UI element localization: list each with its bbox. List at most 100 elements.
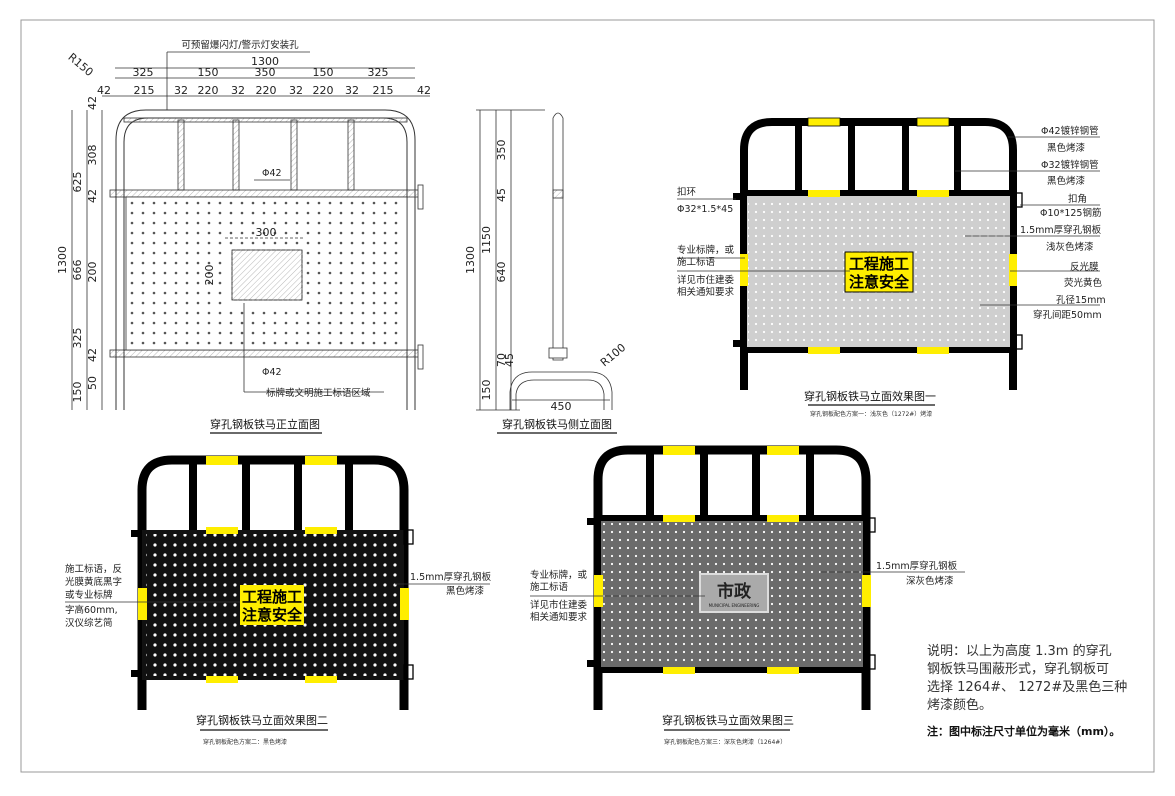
front-inner-0: 42 — [86, 96, 99, 110]
note-desc-2: 选择 1264#、 1272#及黑色三种 — [927, 679, 1127, 695]
effect-two: 工程施工 注意安全 施工标语，反 光膜黄底黑字 或专业标牌 字高60mm, 汉仪… — [65, 455, 492, 746]
front-seg2-9: 215 — [373, 84, 394, 97]
eff1-left-4: 详见市住建委 — [677, 274, 735, 286]
side-d150: 150 — [480, 380, 493, 401]
front-seg1-2: 350 — [255, 66, 276, 79]
eff1-left-0: 扣环 — [677, 186, 696, 198]
eff1-right-6: 1.5mm厚穿孔钢板 — [1020, 224, 1102, 236]
eff1-right-7: 浅灰色烤漆 — [1046, 241, 1094, 253]
eff3-left-1: 施工标语 — [530, 581, 569, 593]
eff1-right-8: 反光膜 — [1070, 261, 1099, 273]
front-inner-4: 42 — [86, 348, 99, 362]
side-caption: 穿孔钢板铁马侧立面图 — [502, 417, 612, 431]
front-panel-height: 200 — [203, 265, 216, 286]
front-perf-dots — [130, 201, 398, 345]
eff2-right-1: 黑色烤漆 — [446, 585, 485, 597]
eff1-right-9: 荧光黄色 — [1064, 277, 1103, 289]
notes-block: 说明：以上为高度 1.3m 的穿孔 钢板铁马围蔽形式，穿孔钢板可 选择 1264… — [927, 643, 1127, 738]
effect-one: 工程施工 注意安全 扣环 Φ32*1.5*45 专业标牌，或 施工标语 详见市住… — [677, 117, 1106, 418]
eff1-sign-line1: 工程施工 — [849, 255, 909, 273]
note-desc-3: 烤漆颜色。 — [927, 697, 992, 713]
front-seg2-6: 32 — [289, 84, 303, 97]
front-caption: 穿孔钢板铁马正立面图 — [210, 417, 320, 431]
eff3-left-2: 详见市住建委 — [530, 599, 588, 611]
front-seg2-3: 220 — [198, 84, 219, 97]
side-h1150: 1150 — [480, 226, 493, 254]
eff1-sign-line2: 注意安全 — [849, 273, 910, 291]
eff1-left-2: 专业标牌，或 — [677, 244, 735, 256]
eff3-left-0: 专业标牌，或 — [530, 569, 588, 581]
front-inner-2: 42 — [86, 189, 99, 203]
eff1-right-0: Φ42镀锌钢管 — [1041, 125, 1099, 137]
side-elevation: 1300 1150 350 45 640 70 45 150 450 R100 … — [464, 109, 628, 434]
eff1-right-2: Φ32镀锌钢管 — [1041, 159, 1099, 171]
front-seg1-1: 150 — [198, 66, 219, 79]
front-seg2-10: 42 — [417, 84, 431, 97]
eff2-sign-line1: 工程施工 — [242, 588, 302, 606]
front-seg2-8: 32 — [345, 84, 359, 97]
eff2-left-3: 字高60mm, — [65, 604, 118, 616]
eff1-left-3: 施工标语 — [677, 256, 716, 268]
eff1-right-3: 黑色烤漆 — [1047, 175, 1086, 187]
eff3-left-3: 相关通知要求 — [530, 611, 588, 623]
side-d70: 70 — [495, 353, 508, 367]
sheet-border — [20, 19, 1155, 773]
eff2-left-4: 汉仪综艺简 — [65, 617, 113, 629]
front-radius-label: R150 — [65, 51, 95, 79]
front-seg2-5: 220 — [256, 84, 277, 97]
eff3-caption: 穿孔钢板铁马立面效果图三 — [662, 713, 794, 727]
eff1-right-4: 扣角 — [1068, 193, 1087, 205]
front-elevation: 可预留爆闪灯/警示灯安装孔 R150 1300 325 150 350 150 … — [56, 39, 431, 434]
front-left-325: 325 — [71, 328, 84, 349]
front-seg2-2: 32 — [174, 84, 188, 97]
eff1-right-1: 黑色烤漆 — [1047, 142, 1086, 154]
eff2-right-0: 1.5mm厚穿孔钢板 — [410, 571, 492, 583]
eff1-left-1: Φ32*1.5*45 — [677, 204, 733, 215]
eff3-sign-sub: MUNICIPAL ENGINEERING — [709, 603, 760, 608]
front-inner-5: 50 — [86, 376, 99, 390]
eff1-right-11: 穿孔间距50mm — [1033, 309, 1102, 321]
front-top-note: 可预留爆闪灯/警示灯安装孔 — [181, 39, 299, 51]
front-inner-1: 308 — [86, 145, 99, 166]
side-d640: 640 — [495, 262, 508, 283]
eff2-left-2: 或专业标牌 — [65, 589, 113, 601]
front-seg1-4: 325 — [368, 66, 389, 79]
front-pipe-label2: Φ42 — [262, 367, 282, 378]
eff3-sub: 穿孔钢板配色方案三：深灰色烤漆（1264#） — [664, 738, 786, 746]
front-left-666: 666 — [71, 260, 84, 281]
eff1-right-10: 孔径15mm — [1056, 294, 1106, 306]
eff2-caption: 穿孔钢板铁马立面效果图二 — [196, 713, 328, 727]
eff1-caption: 穿孔钢板铁马立面效果图一 — [804, 389, 936, 403]
side-d45: 45 — [495, 188, 508, 202]
front-seg2-7: 220 — [313, 84, 334, 97]
eff2-left-1: 光膜黄底黑字 — [65, 576, 122, 588]
eff2-sign-line2: 注意安全 — [242, 606, 303, 624]
front-seg1-3: 150 — [313, 66, 334, 79]
eff3-right-0: 1.5mm厚穿孔钢板 — [876, 560, 958, 572]
eff3-sign: 市政 — [717, 581, 752, 602]
eff1-sub: 穿孔钢板配色方案一：浅灰色（1272#）烤漆 — [810, 410, 932, 418]
side-d45b: 45 — [503, 353, 516, 367]
side-width: 450 — [551, 400, 572, 413]
front-seg1-0: 325 — [133, 66, 154, 79]
front-left-625: 625 — [71, 172, 84, 193]
eff2-sub: 穿孔钢板配色方案二：黑色烤漆 — [203, 738, 287, 746]
effect-three: 市政 MUNICIPAL ENGINEERING 专业标牌，或 施工标语 详见市… — [530, 445, 965, 746]
eff2-left-0: 施工标语，反 — [65, 563, 122, 575]
front-left-150: 150 — [71, 382, 84, 403]
note-desc-1: 钢板铁马围蔽形式，穿孔钢板可 — [927, 661, 1109, 677]
front-panel-width: 300 — [256, 226, 277, 239]
front-seg2-4: 32 — [231, 84, 245, 97]
front-pipe-label: Φ42 — [262, 168, 282, 179]
front-seg2-1: 215 — [134, 84, 155, 97]
eff3-right-1: 深灰色烤漆 — [906, 575, 954, 587]
note-desc-0: 说明：以上为高度 1.3m 的穿孔 — [927, 643, 1112, 659]
front-inner-3: 200 — [86, 262, 99, 283]
side-overall: 1300 — [464, 246, 477, 274]
front-sign-note: 标牌或文明施工标语区域 — [266, 387, 371, 399]
front-overall-width: 1300 — [251, 55, 279, 68]
eff1-right-5: Φ10*125钢筋 — [1040, 207, 1101, 219]
front-left-overall: 1300 — [56, 246, 69, 274]
